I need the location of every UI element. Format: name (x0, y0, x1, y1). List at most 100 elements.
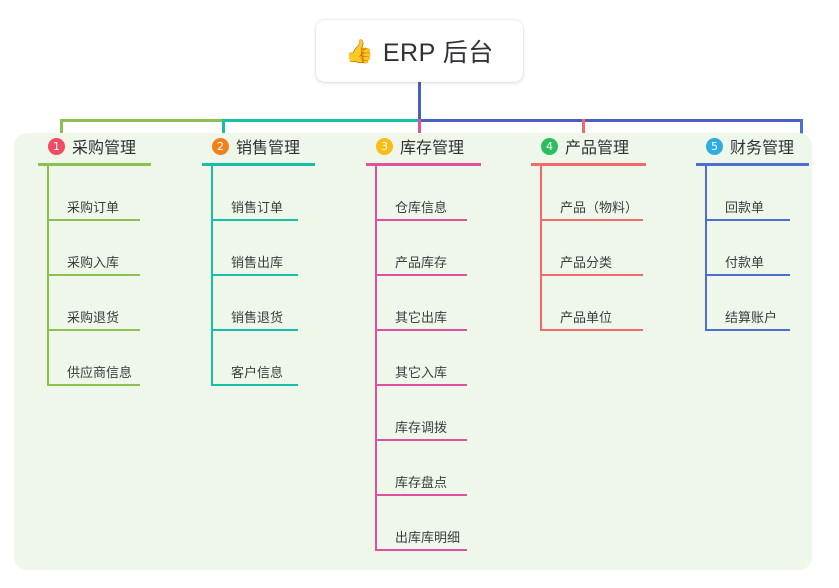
list-item[interactable]: 采购订单 (47, 166, 186, 221)
column-items: 仓库信息产品库存其它出库其它入库库存调拨库存盘点出库库明细 (375, 166, 516, 551)
column-rule (202, 163, 315, 166)
list-item-label: 采购入库 (67, 255, 120, 270)
column-title: 采购管理 (72, 140, 137, 157)
connector-bus-teal (222, 119, 422, 122)
list-item-label: 供应商信息 (67, 365, 133, 380)
column-title: 财务管理 (730, 140, 795, 157)
list-item[interactable]: 采购退货 (47, 276, 186, 331)
list-item-rule (375, 549, 467, 551)
list-item-label: 采购退货 (67, 310, 120, 325)
column-rule (366, 163, 481, 166)
column-rule (38, 163, 151, 166)
list-item-rule (540, 274, 643, 276)
column-badge-number: 2 (212, 137, 229, 155)
list-item-label: 其它入库 (395, 365, 448, 380)
column-rule (696, 163, 809, 166)
column-rule (531, 163, 646, 166)
mindmap-panel: 1 采购管理采购订单采购入库采购退货供应商信息 2 销售管理销售订单销售出库销售退货客… (14, 133, 812, 570)
list-item-rule (705, 274, 790, 276)
list-item-rule (705, 219, 790, 221)
list-item[interactable]: 产品（物料） (540, 166, 681, 221)
column-spine (47, 166, 49, 386)
list-item-label: 产品单位 (560, 310, 613, 325)
column-1: 1 采购管理采购订单采购入库采购退货供应商信息 (38, 133, 186, 386)
list-item-rule (540, 219, 643, 221)
list-item-rule (211, 219, 298, 221)
list-item[interactable]: 销售退货 (211, 276, 350, 331)
column-items: 回款单付款单结算账户 (705, 166, 826, 331)
column-items: 产品（物料） 产品分类产品单位 (540, 166, 681, 331)
list-item-rule (540, 329, 643, 331)
list-item-label: 付款单 (725, 255, 765, 270)
list-item-rule (705, 329, 790, 331)
list-item-label: 产品库存 (395, 255, 448, 270)
column-spine (211, 166, 213, 386)
list-item-rule (47, 219, 140, 221)
list-item-label: 采购订单 (67, 200, 120, 215)
column-badge-number: 1 (48, 137, 65, 155)
list-item-rule (375, 494, 467, 496)
column-badge-number: 4 (541, 137, 558, 155)
list-item[interactable]: 回款单 (705, 166, 826, 221)
list-item[interactable]: 付款单 (705, 221, 826, 276)
column-spine (375, 166, 377, 551)
list-item[interactable]: 结算账户 (705, 276, 826, 331)
list-item[interactable]: 其它入库 (375, 331, 516, 386)
column-spine (540, 166, 542, 331)
list-item-label: 出库库明细 (395, 530, 461, 545)
list-item-label: 其它出库 (395, 310, 448, 325)
connector-root-stem (418, 82, 421, 121)
list-item[interactable]: 库存盘点 (375, 441, 516, 496)
list-item-label: 产品分类 (560, 255, 613, 270)
column-title: 销售管理 (236, 140, 301, 157)
list-item-label: 客户信息 (231, 365, 284, 380)
list-item-label: 销售退货 (231, 310, 284, 325)
list-item-rule (375, 384, 467, 386)
column-header-4[interactable]: 4 产品管理 (531, 133, 681, 159)
list-item-rule (375, 329, 467, 331)
list-item-rule (211, 384, 298, 386)
column-spine (705, 166, 707, 331)
list-item[interactable]: 产品单位 (540, 276, 681, 331)
column-title: 库存管理 (400, 140, 465, 157)
list-item[interactable]: 出库库明细 (375, 496, 516, 551)
list-item[interactable]: 客户信息 (211, 331, 350, 386)
list-item-label: 产品（物料） (560, 200, 639, 215)
column-items: 销售订单销售出库销售退货客户信息 (211, 166, 350, 386)
list-item-rule (47, 274, 140, 276)
list-item-label: 销售订单 (231, 200, 284, 215)
list-item-label: 结算账户 (725, 310, 778, 325)
list-item-label: 库存盘点 (395, 475, 448, 490)
root-node[interactable]: 👍 ERP 后台 (316, 20, 523, 82)
list-item-rule (375, 219, 467, 221)
column-title: 产品管理 (565, 140, 630, 157)
list-item-rule (211, 274, 298, 276)
column-3: 3 库存管理仓库信息产品库存其它出库其它入库库存调拨库存盘点出库库明细 (366, 133, 516, 551)
column-2: 2 销售管理销售订单销售出库销售退货客户信息 (202, 133, 350, 386)
thumbs-up-icon: 👍 (345, 37, 374, 64)
list-item[interactable]: 仓库信息 (375, 166, 516, 221)
column-4: 4 产品管理产品（物料） 产品分类产品单位 (531, 133, 681, 331)
list-item[interactable]: 其它出库 (375, 276, 516, 331)
column-header-1[interactable]: 1 采购管理 (38, 133, 186, 159)
list-item[interactable]: 销售订单 (211, 166, 350, 221)
list-item-rule (375, 439, 467, 441)
list-item-label: 库存调拨 (395, 420, 448, 435)
list-item[interactable]: 销售出库 (211, 221, 350, 276)
connector-bus-blue (418, 119, 803, 122)
list-item[interactable]: 库存调拨 (375, 386, 516, 441)
column-header-3[interactable]: 3 库存管理 (366, 133, 516, 159)
list-item-rule (47, 329, 140, 331)
list-item[interactable]: 供应商信息 (47, 331, 186, 386)
list-item[interactable]: 产品库存 (375, 221, 516, 276)
list-item-rule (211, 329, 298, 331)
column-items: 采购订单采购入库采购退货供应商信息 (47, 166, 186, 386)
list-item-rule (47, 384, 140, 386)
page-title: ERP 后台 (382, 39, 494, 67)
list-item[interactable]: 采购入库 (47, 221, 186, 276)
column-header-2[interactable]: 2 销售管理 (202, 133, 350, 159)
column-badge-number: 3 (376, 137, 393, 155)
list-item[interactable]: 产品分类 (540, 221, 681, 276)
